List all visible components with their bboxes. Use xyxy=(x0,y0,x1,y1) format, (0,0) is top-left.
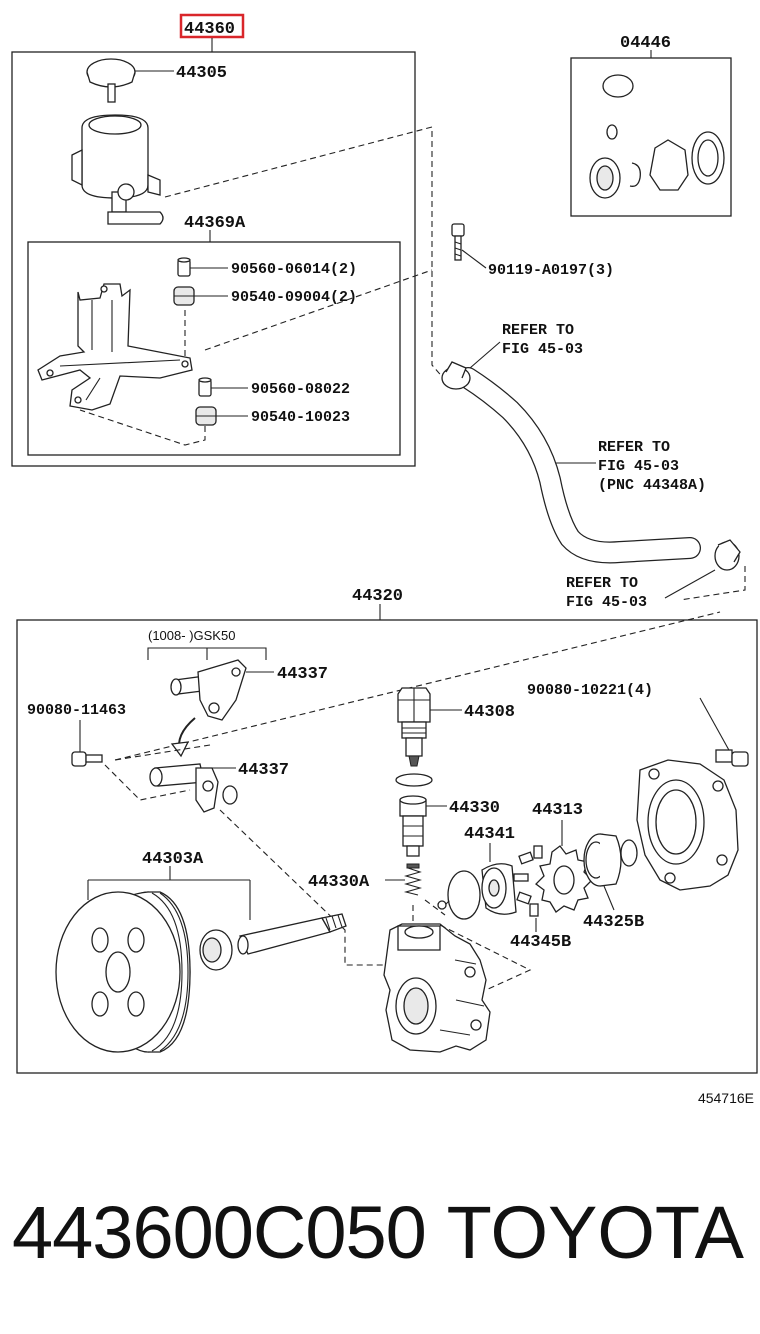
label-bracket-assy[interactable]: 44369A xyxy=(184,214,246,233)
bracket[interactable] xyxy=(37,283,193,411)
collar-1[interactable] xyxy=(177,257,191,277)
hose-clamp-1[interactable] xyxy=(441,361,471,390)
brand-name: TOYOTA xyxy=(446,1191,744,1274)
label-rotor[interactable]: 44341 xyxy=(464,825,515,844)
reservoir-group-box xyxy=(11,51,416,467)
o-ring-large[interactable] xyxy=(447,870,481,920)
valve-subassembly[interactable] xyxy=(399,795,427,857)
label-vane[interactable]: 44345B xyxy=(510,933,571,952)
gasket-kit-parts[interactable] xyxy=(589,74,725,199)
label-cover[interactable]: 44325B xyxy=(583,913,644,932)
shaft[interactable] xyxy=(237,913,347,955)
label-valve-sub[interactable]: 44330 xyxy=(449,799,500,818)
rear-cover[interactable] xyxy=(636,759,739,891)
refer-2-line1: REFER TO xyxy=(598,439,670,456)
side-plate[interactable] xyxy=(583,833,622,887)
label-pump-assy[interactable]: 44320 xyxy=(352,587,403,606)
pump-housing[interactable] xyxy=(383,923,491,1053)
label-collar-2[interactable]: 90560-08022 xyxy=(251,381,350,398)
reservoir-tank[interactable] xyxy=(71,114,164,225)
refer-2-line2: FIG 45-03 xyxy=(598,458,679,475)
label-bolt-b[interactable]: 90080-11463 xyxy=(27,702,126,719)
gasket-kit-box xyxy=(570,57,732,217)
label-valve[interactable]: 44308 xyxy=(464,703,515,722)
hose-clamp-2[interactable] xyxy=(714,539,741,571)
cushion-2[interactable] xyxy=(195,406,217,426)
pump-group-box xyxy=(16,619,758,1074)
label-union-a[interactable]: 44337 xyxy=(277,665,328,684)
o-ring-cover[interactable] xyxy=(620,839,638,867)
figure-code: 454716E xyxy=(697,1090,754,1106)
refer-3-line1: REFER TO xyxy=(566,575,638,592)
reservoir-cap[interactable] xyxy=(86,58,136,103)
bracket-group-box xyxy=(27,241,401,456)
refer-1-line2: FIG 45-03 xyxy=(502,341,583,358)
part-number-title: 443600C050 xyxy=(12,1191,427,1274)
cushion-1[interactable] xyxy=(173,286,195,306)
label-cam-ring[interactable]: 44313 xyxy=(532,801,583,820)
bolt-a[interactable] xyxy=(451,223,465,261)
label-gasket-kit[interactable]: 04446 xyxy=(620,34,671,53)
refer-2-line3: (PNC 44348A) xyxy=(598,477,706,494)
rotor[interactable] xyxy=(481,863,517,915)
union-a[interactable] xyxy=(170,659,247,721)
label-cushion-1[interactable]: 90540-09004(2) xyxy=(231,289,357,306)
label-assembly-main[interactable]: 44360 xyxy=(184,20,235,39)
label-cushion-2[interactable]: 90540-10023 xyxy=(251,409,350,426)
label-bolt-c[interactable]: 90080-10221(4) xyxy=(527,682,653,699)
refer-1-line1: REFER TO xyxy=(502,322,574,339)
label-variant-note: (1008- )GSK50 xyxy=(148,628,235,643)
label-pulley[interactable]: 44303A xyxy=(142,850,204,869)
label-union-b[interactable]: 44337 xyxy=(238,761,289,780)
o-ring-valve[interactable] xyxy=(395,773,433,787)
refer-3-line2: FIG 45-03 xyxy=(566,594,647,611)
label-spring[interactable]: 44330A xyxy=(308,873,370,892)
bolt-b[interactable] xyxy=(71,751,103,767)
union-b[interactable] xyxy=(149,763,219,813)
cam-ring[interactable] xyxy=(535,845,593,913)
bolt-c[interactable] xyxy=(715,749,749,767)
collar-2[interactable] xyxy=(198,377,212,397)
vanes[interactable] xyxy=(513,845,543,917)
spring[interactable] xyxy=(403,863,423,896)
assembly-highlight-box xyxy=(179,13,245,39)
o-ring-union[interactable] xyxy=(222,785,238,805)
label-reservoir-cap[interactable]: 44305 xyxy=(176,64,227,83)
pulley[interactable] xyxy=(55,891,191,1053)
flow-control-valve[interactable] xyxy=(397,687,431,767)
label-collar-1[interactable]: 90560-06014(2) xyxy=(231,261,357,278)
hose[interactable] xyxy=(457,367,701,564)
label-bolt-a[interactable]: 90119-A0197(3) xyxy=(488,262,614,279)
oil-seal[interactable] xyxy=(199,929,233,971)
